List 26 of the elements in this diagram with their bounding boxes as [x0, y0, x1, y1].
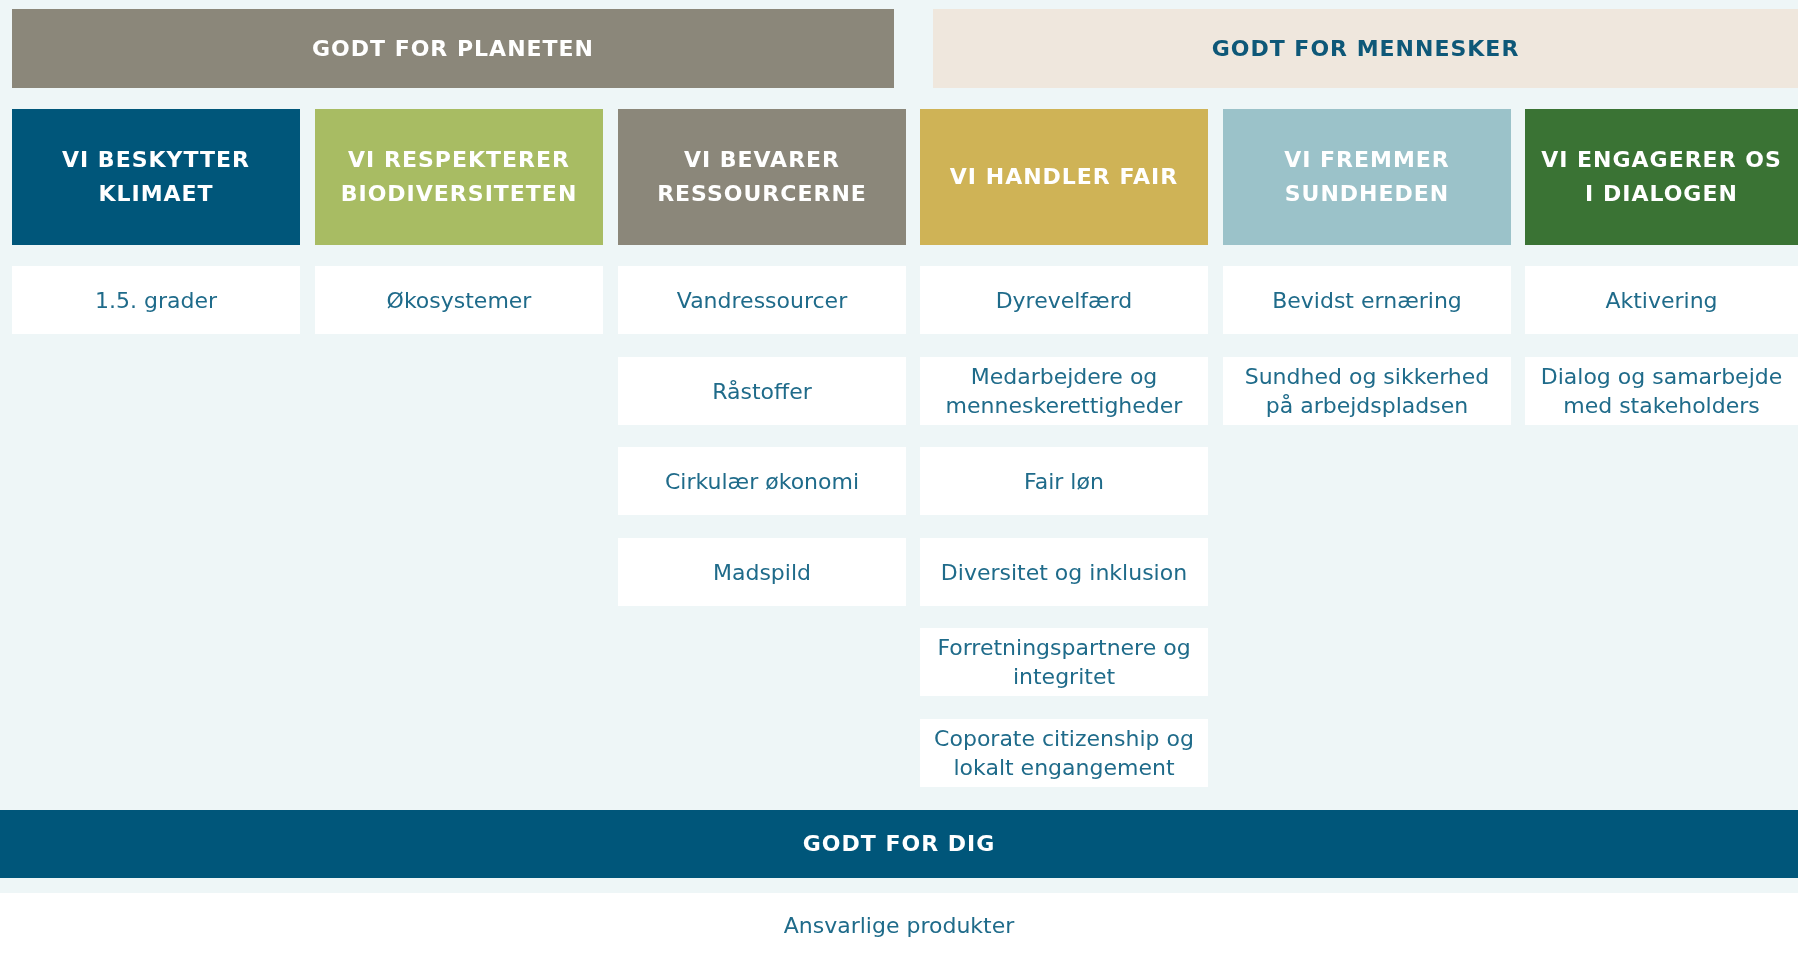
topic-box: Diversitet og inklusion: [920, 538, 1208, 606]
topic-box: Bevidst ernæring: [1223, 266, 1511, 334]
topic-box: Sundhed og sikkerhed på arbejdspladsen: [1223, 357, 1511, 425]
topic-box: Medarbejdere og menneskerettigheder: [920, 357, 1208, 425]
category-banner: GODT FOR DIG: [0, 810, 1798, 878]
topic-box: Forretningspartnere og integritet: [920, 628, 1208, 696]
pillar-header: VI RESPEKTERER BIODIVERSITETEN: [315, 109, 603, 245]
topic-box: Coporate citizenship og lokalt engangement: [920, 719, 1208, 787]
category-banner: GODT FOR PLANETEN: [12, 9, 894, 88]
topic-box: Dyrevelfærd: [920, 266, 1208, 334]
topic-box: Aktivering: [1525, 266, 1798, 334]
topic-box: 1.5. grader: [12, 266, 300, 334]
category-banner: GODT FOR MENNESKER: [933, 9, 1798, 88]
pillar-header: VI ENGAGERER OS I DIALOGEN: [1525, 109, 1798, 245]
pillar-header: VI HANDLER FAIR: [920, 109, 1208, 245]
topic-box: Vandressourcer: [618, 266, 906, 334]
topic-box: Madspild: [618, 538, 906, 606]
pillar-header: VI FREMMER SUNDHEDEN: [1223, 109, 1511, 245]
pillar-header: VI BESKYTTER KLIMAET: [12, 109, 300, 245]
topic-box: Fair løn: [920, 447, 1208, 515]
topic-box: Råstoffer: [618, 357, 906, 425]
topic-box: Økosystemer: [315, 266, 603, 334]
topic-box: Cirkulær økonomi: [618, 447, 906, 515]
topic-box: Dialog og samarbejde med stakeholders: [1525, 357, 1798, 425]
topic-box: Ansvarlige produkter: [0, 893, 1798, 958]
pillar-header: VI BEVARER RESSOURCERNE: [618, 109, 906, 245]
